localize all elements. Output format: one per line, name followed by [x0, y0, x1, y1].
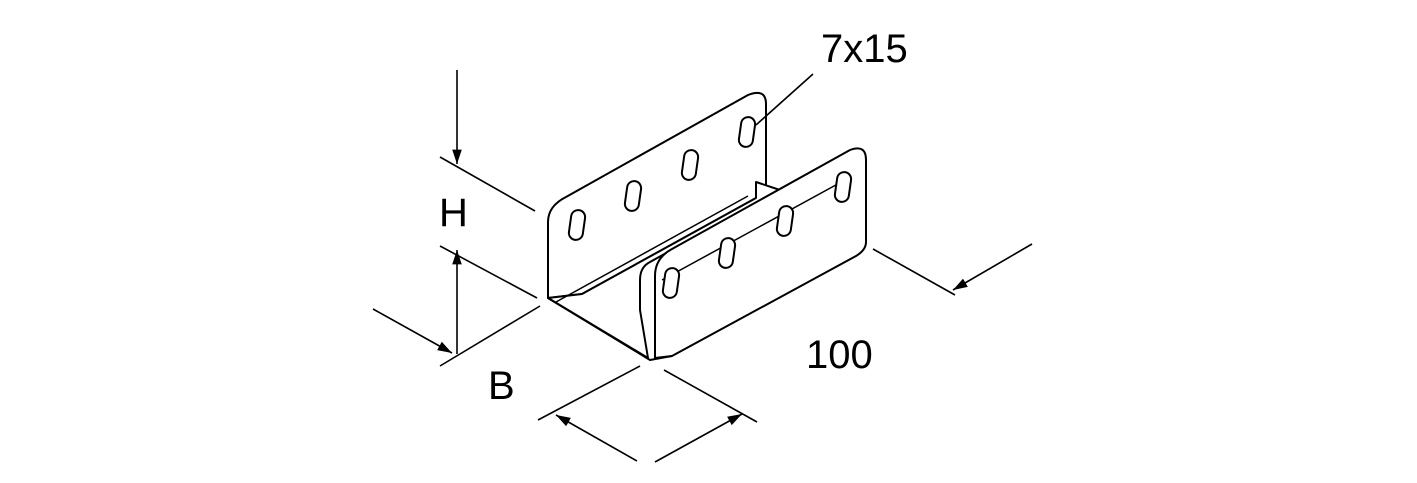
slot-size-label: 7x15	[821, 27, 908, 71]
bottom-arrow-right	[654, 413, 743, 463]
width-label: B	[488, 364, 515, 408]
base-front-edge	[547, 297, 673, 361]
slot-holes	[567, 116, 853, 299]
u-bracket-part	[547, 91, 867, 361]
slot-hole	[833, 171, 853, 203]
bottom-arrow-left	[555, 414, 638, 462]
length-extension-line	[872, 248, 956, 296]
bracket-floor	[547, 181, 781, 359]
width-arrow-left	[372, 308, 453, 354]
height-extension-line	[439, 156, 536, 212]
width-extension-line	[537, 365, 641, 421]
slot-hole	[567, 209, 587, 241]
slot-hole	[661, 267, 681, 299]
slot-hole	[737, 116, 757, 148]
dimension-lines	[372, 70, 1033, 463]
slot-hole	[775, 205, 795, 237]
height-extension-line	[439, 245, 538, 299]
front-side-wall	[654, 147, 867, 359]
height-label: H	[439, 191, 468, 235]
length-arrow-right	[952, 243, 1033, 291]
width-extension-line	[439, 305, 541, 367]
bend-line	[661, 179, 846, 281]
bend-line	[555, 195, 749, 303]
length-extension-line	[663, 369, 758, 423]
length-label: 100	[806, 333, 873, 377]
slot-hole	[680, 149, 700, 181]
slot-hole	[717, 237, 737, 269]
slot-leader-line	[755, 73, 814, 126]
slot-hole	[623, 180, 643, 212]
